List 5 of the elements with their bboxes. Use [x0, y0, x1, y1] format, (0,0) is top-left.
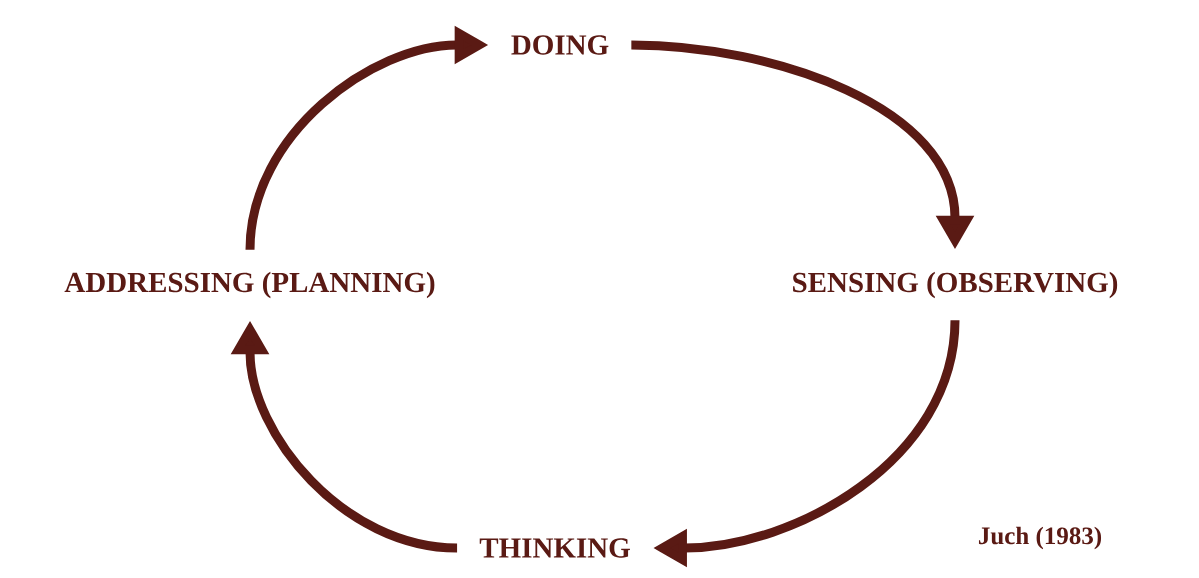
stage-label: DOING [511, 35, 609, 55]
stage-label: THINKING [479, 538, 630, 558]
citation: Juch (1983) [978, 526, 1102, 550]
stage-label: SENSING (OBSERVING) [793, 271, 1118, 299]
stage-label: ADDRESSING (PLANNING) [64, 271, 435, 299]
